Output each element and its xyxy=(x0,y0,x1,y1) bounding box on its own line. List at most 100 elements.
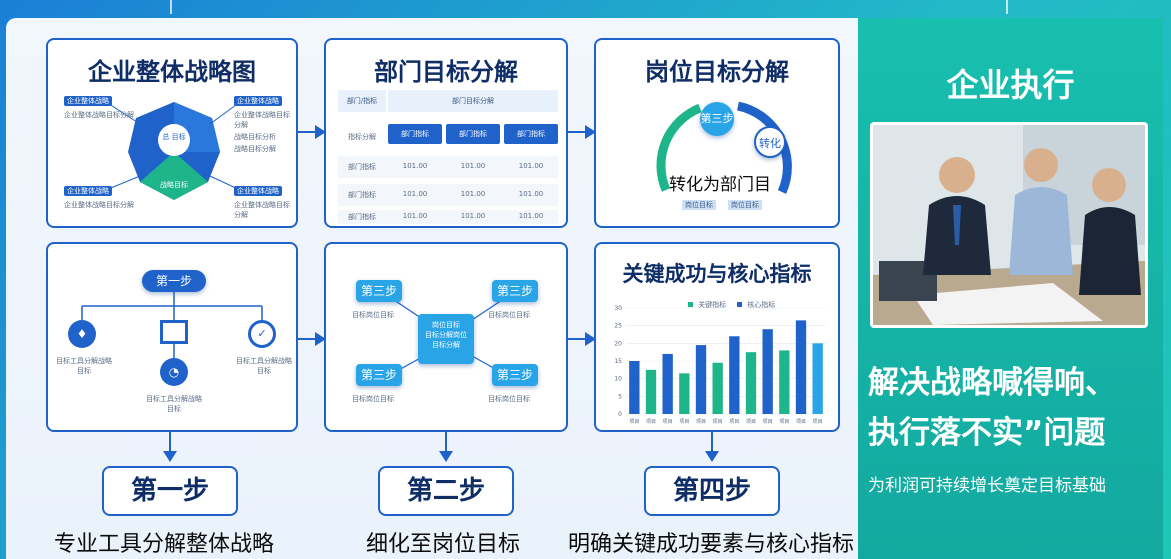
tree-item: 目标工具分解战略目标 xyxy=(56,357,112,375)
x-tick-label: 项目 xyxy=(713,419,723,425)
table-cell: 101.00 xyxy=(518,162,544,170)
chart-bar xyxy=(662,353,673,414)
x-tick-label: 项目 xyxy=(629,419,639,425)
step-caption: 细化至岗位目标 xyxy=(366,532,521,557)
card-department-breakdown: 部门目标分解 部门/指标 部门目标分解 指标分解 部门指标 部门指标 部门指标 … xyxy=(324,38,568,228)
top-divider xyxy=(170,0,172,14)
table-header: 部门/指标 xyxy=(338,90,386,112)
table-cell: 101.00 xyxy=(460,162,486,170)
flow-arrow-down xyxy=(163,432,177,462)
network-note: 目标岗位目标 xyxy=(488,311,530,319)
chart-bar xyxy=(729,336,740,414)
position-chip: 岗位目标 xyxy=(728,200,762,210)
flow-arrow xyxy=(298,125,326,139)
strategy-note: 企业整体战略目标分解 xyxy=(234,201,290,219)
y-tick-label: 30 xyxy=(614,305,622,312)
team-meeting-illustration xyxy=(873,125,1145,325)
panel-headline: 解决战略喊得响、 执行落不实”问题 xyxy=(868,358,1158,458)
chart-bar xyxy=(795,320,807,414)
table-cell: 101.00 xyxy=(402,162,428,170)
y-tick-label: 0 xyxy=(618,411,622,418)
strategy-chip: 企业整体战略目标 xyxy=(64,96,112,115)
headline-line: 解决战略喊得响、 xyxy=(868,365,1116,401)
table-header: 部门目标分解 xyxy=(388,90,558,112)
step-label: 第二步 xyxy=(378,466,514,516)
network-node: 第三步 xyxy=(356,364,402,386)
tree-root: 第一步 xyxy=(142,270,206,292)
table-cell: 101.00 xyxy=(402,190,428,198)
network-center: 岗位目标 目标分解岗位 目标分解 xyxy=(418,314,474,364)
x-tick-label: 项目 xyxy=(796,419,806,425)
list-icon xyxy=(160,320,188,344)
table-cell: 101.00 xyxy=(518,212,544,220)
network-node: 第三步 xyxy=(356,280,402,302)
x-tick-label: 项目 xyxy=(763,419,773,425)
execution-panel: 企业执行 解决战略喊得响、 执行落不实”问题 为利润可持续增长奠定目标基础 xyxy=(858,18,1163,559)
row-label: 指标分解 xyxy=(348,133,376,141)
conversion-text: 转化为部门目 xyxy=(669,175,771,195)
chart-bar xyxy=(745,352,757,414)
table-cell: 部门指标 xyxy=(446,124,500,144)
card-position-breakdown: 岗位目标分解 第三步 转化 转化为部门目 岗位目标 岗位目标 xyxy=(594,38,840,228)
x-tick-label: 项目 xyxy=(646,419,656,425)
card-title: 岗位目标分解 xyxy=(645,58,789,86)
strategy-chip: 企业整体战略目标 xyxy=(64,186,112,205)
chart-bar xyxy=(779,350,790,414)
table-row xyxy=(338,156,558,178)
table-cell: 101.00 xyxy=(518,190,544,198)
table-cell: 部门指标 xyxy=(504,124,558,144)
network-note: 目标岗位目标 xyxy=(488,395,530,403)
chart-bar xyxy=(679,373,690,414)
chart-bar xyxy=(695,345,707,414)
card-title: 企业整体战略图 xyxy=(88,58,256,86)
strategy-note: 企业整体战略目标分解 xyxy=(234,111,290,129)
trophy-icon: ♦ xyxy=(68,320,96,348)
network-node: 第三步 xyxy=(492,280,538,302)
legend-item: 核心指标 xyxy=(747,301,776,309)
y-tick-label: 15 xyxy=(614,358,622,365)
card-title: 部门目标分解 xyxy=(374,58,518,86)
card-step-one-tree: 第一步 ♦ ✓ ◔ 目标工具分解战略目标 目标工具分解战略目标 目标工具分解战略… xyxy=(46,242,298,432)
table-cell: 部门指标 xyxy=(388,124,442,144)
x-tick-label: 项目 xyxy=(779,419,789,425)
panel-subtitle: 为利润可持续增长奠定目标基础 xyxy=(868,476,1106,496)
x-tick-label: 项目 xyxy=(663,419,673,425)
y-tick-label: 20 xyxy=(614,340,622,347)
network-note: 目标岗位目标 xyxy=(352,395,394,403)
bottom-segment-label: 战略目标 xyxy=(160,181,188,189)
table-cell: 101.00 xyxy=(460,190,486,198)
y-tick-label: 5 xyxy=(618,393,622,400)
chart-bar xyxy=(762,329,773,414)
tree-lines xyxy=(81,292,263,358)
flow-arrow-down xyxy=(705,432,719,462)
network-note: 目标岗位目标 xyxy=(352,311,394,319)
step-label: 第四步 xyxy=(644,466,780,516)
center-label: 总 目标 xyxy=(162,133,186,141)
chart-bar xyxy=(629,361,640,414)
table-row xyxy=(338,184,558,206)
strategy-analysis-label: 战略目标分析 xyxy=(234,133,276,141)
process-board: 企业整体战略图 总 目标 战略目标 企业整体战略目标 企业整体战略目标分解 企业… xyxy=(6,18,858,559)
strategy-chip: 企业整体战略目标 xyxy=(234,96,282,115)
convert-badge: 转化 xyxy=(754,126,786,158)
tree-item: 目标工具分解战略目标 xyxy=(236,357,292,375)
x-tick-label: 项目 xyxy=(696,419,706,425)
tree-item: 目标工具分解战略目标 xyxy=(146,395,202,413)
flow-arrow xyxy=(298,332,326,346)
y-tick-label: 10 xyxy=(614,376,622,383)
chart-bar xyxy=(712,362,723,414)
chart-bar xyxy=(812,343,823,414)
check-icon: ✓ xyxy=(248,320,276,348)
card-position-network: 岗位目标 目标分解岗位 目标分解 第三步 第三步 第三步 第三步 目标岗位目标 … xyxy=(324,242,568,432)
strategy-note: 战略目标分解 xyxy=(234,145,276,153)
x-tick-label: 项目 xyxy=(729,419,739,425)
x-tick-label: 项目 xyxy=(746,419,756,425)
chart-title: 关键成功与核心指标 xyxy=(622,262,812,286)
strategy-note: 企业整体战略目标分解 xyxy=(64,201,134,209)
bar-chart: 302520151050项目项目项目项目项目项目项目项目项目项目项目项目 xyxy=(614,305,826,425)
top-divider xyxy=(1006,0,1008,14)
team-meeting-photo xyxy=(870,122,1148,328)
step-caption: 专业工具分解整体战略 xyxy=(54,532,275,557)
